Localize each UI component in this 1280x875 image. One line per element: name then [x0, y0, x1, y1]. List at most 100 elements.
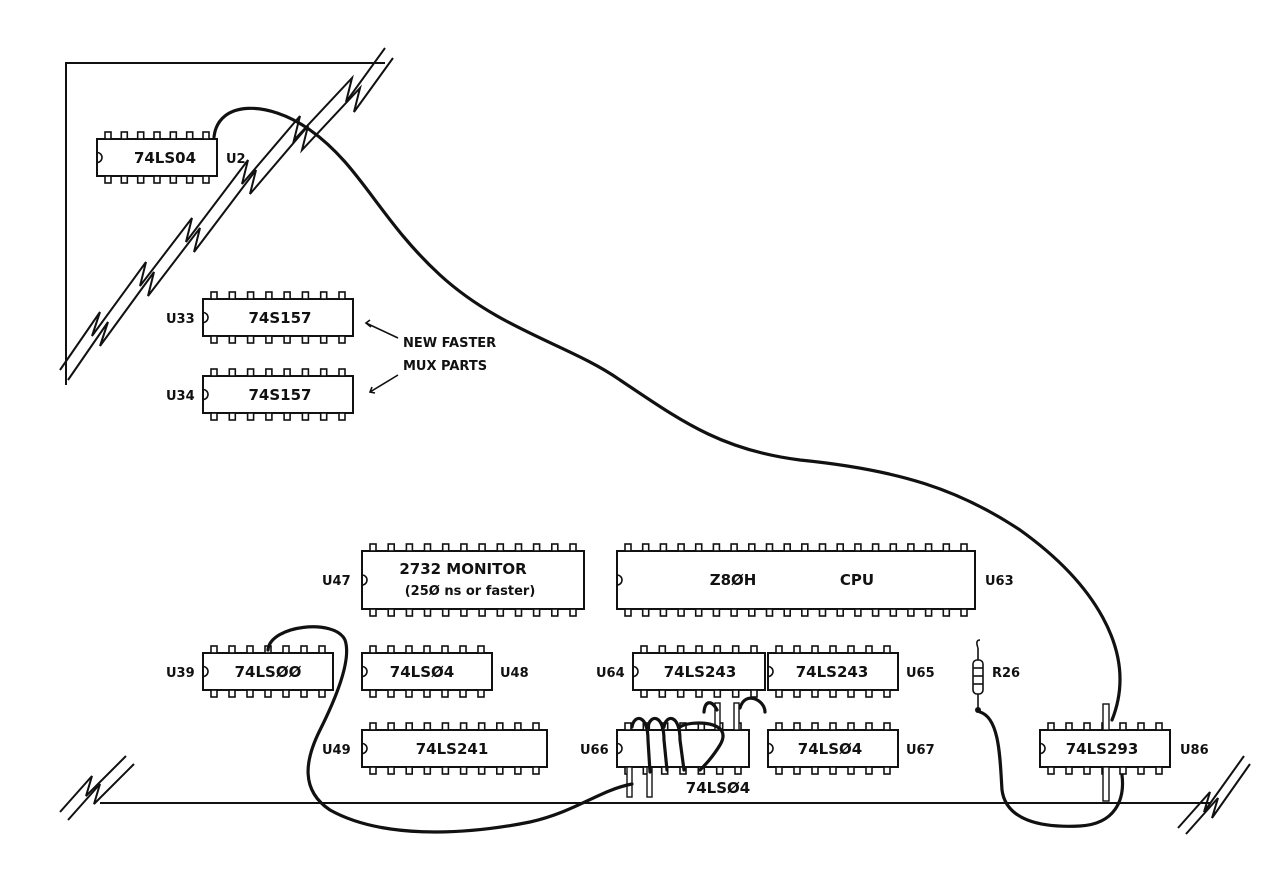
chip-pin: [811, 645, 819, 654]
chip-pin: [120, 175, 129, 184]
chip-pin: [246, 689, 254, 698]
chip-pin: [441, 608, 450, 617]
r26-ref-label: R26: [992, 666, 1020, 681]
chip-pin: [283, 335, 291, 344]
chip-notch: [361, 574, 368, 586]
chip-pin: [640, 689, 648, 698]
chip-pin: [847, 722, 855, 731]
chip-pin: [765, 543, 774, 552]
chip-pin: [282, 689, 290, 698]
chip-notch: [361, 742, 368, 755]
chip-pin: [514, 608, 523, 617]
chip-u39: [202, 645, 334, 698]
chip-pin: [658, 689, 667, 698]
chip-u64: [632, 645, 766, 698]
chip-pin: [889, 543, 898, 552]
chip-pin: [496, 543, 505, 552]
chip-pin: [283, 291, 291, 300]
chip-pin: [387, 766, 395, 775]
u66-part-label: 74LSØ4: [686, 779, 750, 797]
chip-notch: [616, 574, 623, 586]
chip-pin: [301, 412, 310, 421]
chip-pin: [228, 335, 237, 344]
chip-pin: [265, 368, 273, 377]
chip-pin: [818, 608, 827, 617]
chip-body: [361, 652, 493, 691]
chip-pin: [532, 722, 540, 731]
chip-pin: [202, 131, 210, 140]
chip-notch: [767, 665, 774, 678]
chip-pin: [405, 608, 414, 617]
chip-pin: [459, 689, 467, 698]
chip-pin: [478, 543, 486, 552]
chip-pin: [731, 645, 740, 654]
wire-r26-to-u86: [978, 710, 1125, 828]
chip-pin: [659, 608, 668, 617]
u39-ref-label: U39: [166, 666, 195, 681]
chip-notch: [767, 742, 774, 755]
chip-pin: [460, 543, 468, 552]
chip-pin: [734, 766, 742, 775]
chip-pin: [300, 689, 308, 698]
chip-notch: [632, 665, 639, 678]
chip-pin: [405, 543, 414, 552]
chip-pin: [319, 291, 328, 300]
u63-part-label: Z8ØH: [710, 571, 757, 589]
chip-pin: [713, 689, 722, 698]
chip-pin: [136, 131, 145, 140]
chip-pin: [283, 412, 291, 421]
resistor-r26: [972, 639, 984, 713]
chip-pin: [800, 543, 809, 552]
chip-pin: [228, 291, 237, 300]
u49-ref-label: U49: [322, 743, 351, 758]
chip-pin: [496, 608, 505, 617]
chip-pin: [338, 368, 346, 377]
chip-pin: [210, 368, 218, 377]
u34-ref-label: U34: [166, 389, 195, 404]
chip-u67: [767, 722, 899, 775]
chip-pin: [202, 175, 210, 184]
chip-pin: [459, 766, 468, 775]
chip-pin: [246, 412, 255, 421]
chip-pin: [459, 645, 467, 654]
chip-u48: [361, 645, 493, 698]
chip-pin: [871, 543, 880, 552]
chip-pin: [387, 645, 395, 654]
chip-notch: [96, 151, 103, 164]
chip-pin: [1155, 722, 1163, 731]
chip-pin: [319, 412, 328, 421]
u47-part-label: 2732 MONITOR: [399, 560, 527, 578]
chip-pin: [1065, 722, 1073, 731]
u86-ref-label: U86: [1180, 743, 1209, 758]
u39-part-label: 74LSØØ: [235, 663, 302, 681]
chip-pin: [387, 608, 396, 617]
chip-pin: [715, 766, 724, 775]
chip-pin: [695, 689, 703, 698]
chip-pin: [747, 608, 756, 617]
chip-pin: [854, 608, 862, 617]
chip-pin: [459, 722, 468, 731]
chip-u47: [361, 543, 585, 617]
chip-pin: [747, 543, 756, 552]
chip-pin: [676, 645, 685, 654]
u64-ref-label: U64: [596, 666, 625, 681]
u65-ref-label: U65: [906, 666, 935, 681]
chip-pin: [405, 722, 414, 731]
chip-pin: [441, 766, 450, 775]
chip-pin: [1083, 722, 1091, 731]
chip-pin: [423, 608, 432, 617]
chip-body: [96, 138, 218, 177]
chip-u63: [616, 543, 976, 617]
chip-pin: [369, 689, 377, 698]
chip-pin: [712, 543, 721, 552]
chip-pin: [695, 645, 703, 654]
chip-pin: [532, 608, 541, 617]
chip-pin: [169, 175, 178, 184]
chip-pin: [1047, 766, 1055, 775]
chip-pin: [153, 175, 161, 184]
chip-pin: [783, 543, 792, 552]
chip-pin: [301, 335, 310, 344]
u48-ref-label: U48: [500, 666, 529, 681]
chip-pin: [169, 131, 178, 140]
chip-notch: [202, 665, 209, 678]
